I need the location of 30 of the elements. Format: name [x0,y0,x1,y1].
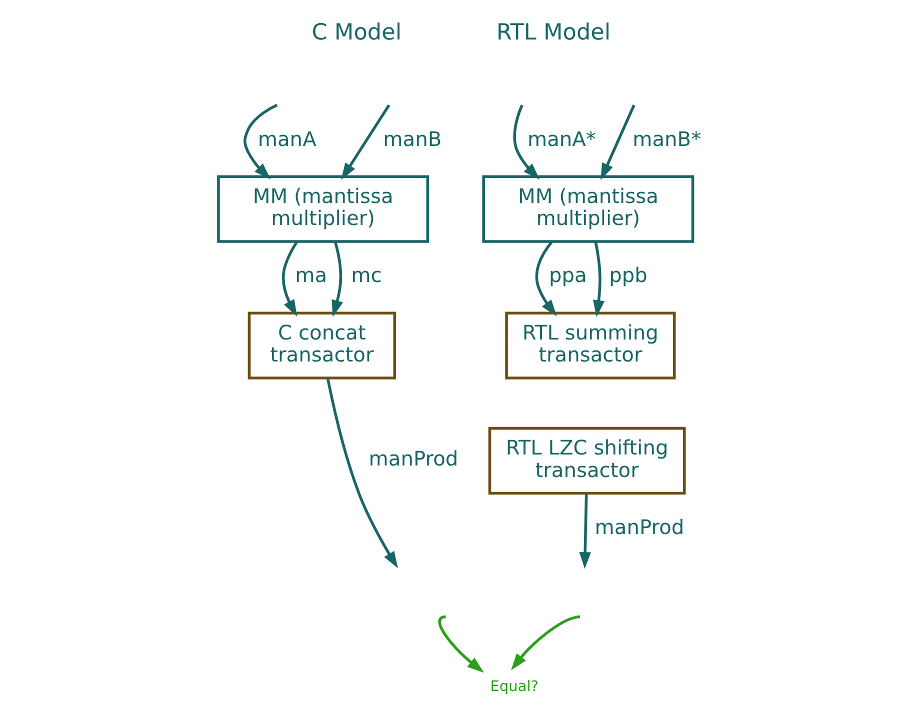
node-text: Equal? [490,678,538,695]
arrow [331,240,343,316]
edge-label: manProd [368,446,458,470]
edge-label: manA [257,126,316,150]
edge-label: manB [382,126,442,150]
edge-label: ppb [608,262,647,287]
node-box: MM (mantissa multiplier) [216,174,429,242]
node-box: RTL summing transactor [504,311,676,379]
node-box: C concat transactor [247,311,396,379]
arrow [600,104,635,180]
edge-label: ma [294,262,327,287]
arrow [326,377,398,568]
arrow [578,492,590,568]
arrow [340,104,390,180]
arrow [534,240,556,316]
node-box: MM (mantissa multiplier) [482,174,694,242]
edge-label: manProd [594,514,684,538]
arrow [281,240,298,316]
label: RTL Model [496,18,610,45]
arrow [438,614,484,672]
node-box: RTL LZC shifting transactor [488,426,686,494]
label: C Model [311,18,402,45]
edge-label: manA* [526,126,596,150]
edge-label: manB* [632,126,701,150]
edge-label: ppa [548,262,586,287]
arrow [243,103,278,179]
arrow [512,104,540,180]
arrow [592,240,604,317]
edge-label: mc [350,262,382,287]
arrow [510,614,580,670]
